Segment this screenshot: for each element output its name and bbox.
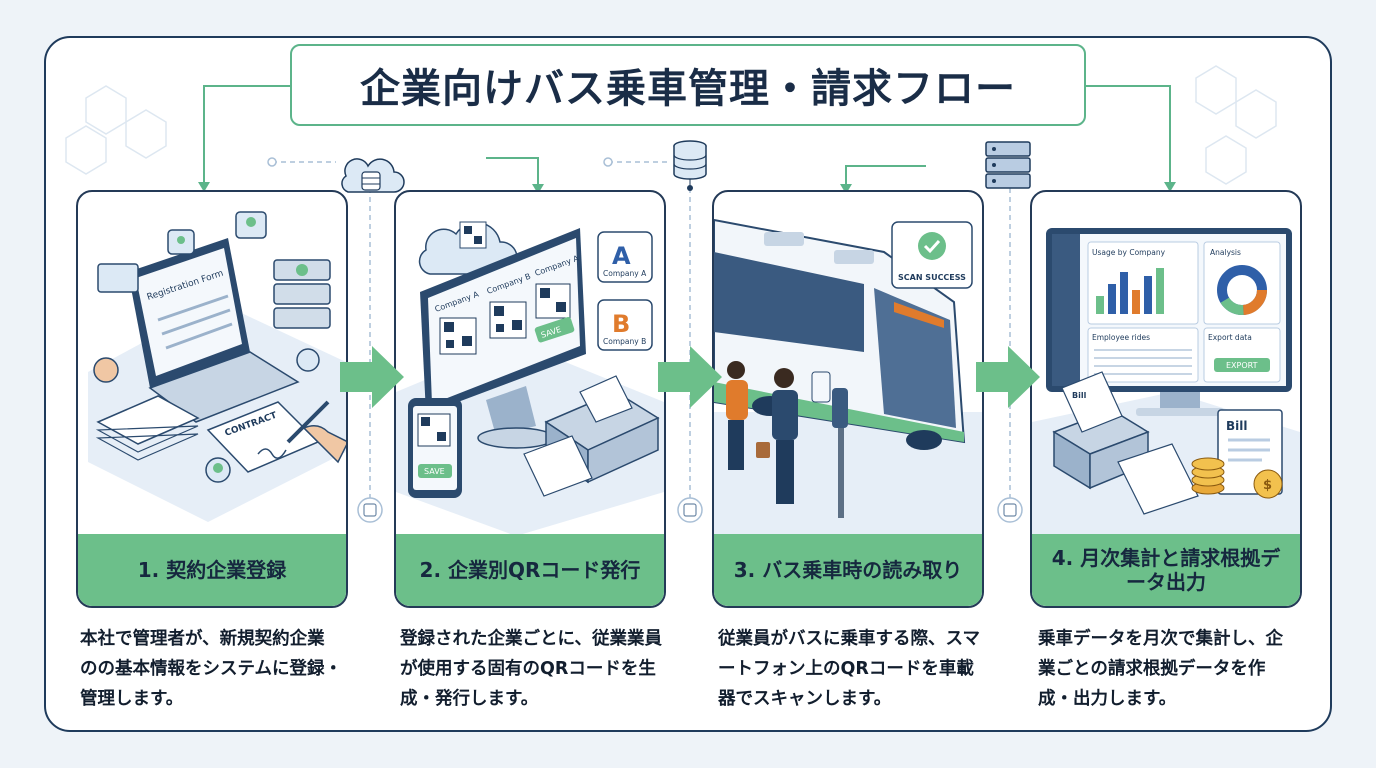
usage-chart-title: Usage by Company — [1092, 248, 1166, 257]
step-4-panel: Usage by Company Analysis Employee rides… — [1030, 190, 1302, 608]
cloud-database-icon — [341, 158, 405, 193]
printer-icon — [523, 375, 660, 497]
step-1-illustration: Registration Form — [88, 211, 346, 522]
background-decor — [65, 65, 1277, 523]
export-button-label: EXPORT — [1226, 361, 1258, 370]
title-connector-right — [1086, 85, 1171, 186]
step-3-label-band: 3. バス乗車時の読み取り — [714, 534, 982, 606]
step-3-illustration: SCAN SUCCESS — [714, 218, 982, 536]
qr-code-icon — [439, 283, 571, 355]
step-1-label: 1. 契約企業登録 — [137, 558, 287, 582]
pen-hand-icon — [286, 400, 346, 464]
step-2-panel: Company A Company B Company A SAVE A Com… — [394, 190, 666, 608]
diagram-title: 企業向けバス乗車管理・請求フロー — [360, 66, 1016, 112]
database-icon — [673, 140, 707, 191]
coins-icon — [1191, 457, 1283, 499]
connector-3 — [845, 165, 926, 188]
hexagon-pattern-right — [1195, 65, 1277, 185]
printer-icon — [1052, 371, 1199, 515]
company-b-card-label: Company B — [603, 337, 646, 346]
phone-save-label: SAVE — [424, 467, 445, 476]
connector-2 — [486, 157, 539, 188]
step-2-label: 2. 企業別QRコード発行 — [419, 558, 641, 582]
diagram-title-box: 企業向けバス乗車管理・請求フロー — [290, 44, 1086, 126]
analysis-title: Analysis — [1210, 248, 1241, 257]
company-logo-cards — [597, 231, 653, 351]
scan-success-badge — [891, 221, 973, 289]
step-3-panel: SCAN SUCCESS 3. バス乗車時の読み取り — [712, 190, 984, 608]
qr-reader-icon — [811, 371, 848, 518]
smartphone-icon — [408, 398, 462, 498]
title-connector-left — [203, 85, 292, 186]
flow-arrow-3-icon — [976, 346, 1040, 408]
flow-arrow-1-icon — [340, 346, 404, 408]
bill-label-paper: Bill — [1072, 391, 1087, 400]
step-4-illustration: Usage by Company Analysis Employee rides… — [1032, 228, 1300, 536]
user-avatar-icon — [93, 211, 320, 483]
flow-arrow-2-icon — [658, 346, 722, 408]
export-button[interactable] — [1214, 358, 1270, 372]
cloud-icon — [418, 221, 518, 275]
rides-title: Employee rides — [1092, 333, 1150, 342]
usage-bar-chart — [1096, 268, 1164, 314]
coin-dollar-sign: $ — [1263, 478, 1272, 493]
step-2-label-band: 2. 企業別QRコード発行 — [396, 534, 664, 606]
step-4-label-band: 4. 月次集計と請求根拠データ出力 — [1032, 534, 1300, 606]
hexagon-pattern-left — [65, 85, 167, 175]
step-4-description: 乗車データを月次で集計し、企業ごとの請求根拠データを作成・出力します。 — [1038, 629, 1283, 709]
scan-success-text: SCAN SUCCESS — [898, 273, 966, 282]
step-1-description: 本社で管理者が、新規契約企業のの基本情報をシステムに登録・管理します。 — [80, 629, 342, 709]
company-b-logo: B — [612, 310, 630, 338]
passengers-icon — [726, 361, 798, 504]
step-1-panel: Registration Form — [76, 190, 348, 608]
server-icon — [985, 141, 1031, 189]
analysis-donut-chart — [1217, 265, 1267, 315]
step-3-label: 3. バス乗車時の読み取り — [733, 558, 963, 582]
step-3-description: 従業員がバスに乗車する際、スマートフォン上のQRコードを車載器でスキャンします。 — [718, 629, 980, 709]
step-2-illustration: Company A Company B Company A SAVE A Com… — [396, 221, 664, 536]
export-title: Export data — [1208, 333, 1252, 342]
document-stack-icon — [95, 395, 200, 461]
server-stack-icon — [273, 259, 331, 329]
step-4-label: 4. 月次集計と請求根拠データ出力 — [1051, 546, 1281, 594]
bill-label: Bill — [1226, 419, 1248, 433]
company-a-logo: A — [612, 242, 631, 270]
laptop-icon — [128, 238, 300, 423]
step-2-description: 登録された企業ごとに、従業業員が使用する固有のQRコードを生成・発行します。 — [400, 629, 662, 709]
company-a-card-label: Company A — [603, 269, 647, 278]
step-1-label-band: 1. 契約企業登録 — [78, 534, 346, 606]
